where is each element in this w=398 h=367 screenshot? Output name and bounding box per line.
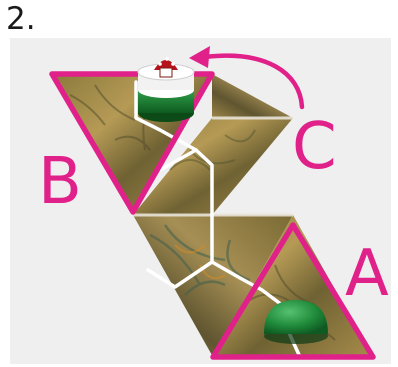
label-b: B — [38, 150, 82, 214]
label-c: C — [292, 115, 337, 179]
tile-upper-right — [212, 74, 293, 118]
mushroom-icon — [138, 57, 194, 122]
label-a: A — [345, 242, 389, 306]
